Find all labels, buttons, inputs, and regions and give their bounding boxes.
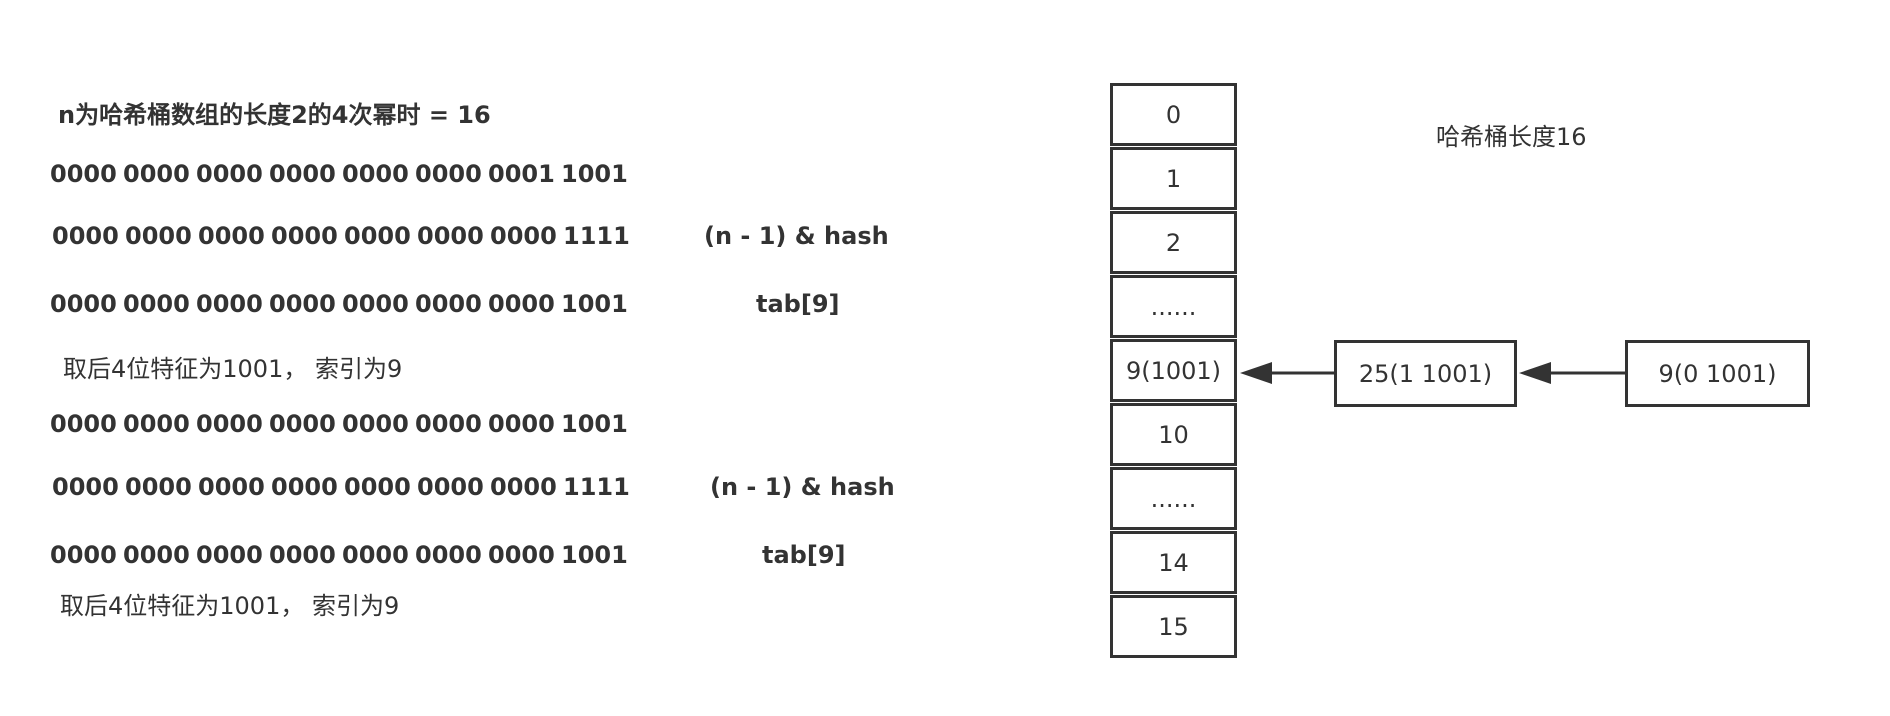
bit-group: 0000 [342,410,409,438]
bit-group: 0000 [196,541,263,569]
bit-group: 0000 [123,160,190,188]
bit-group: 0001 [488,160,555,188]
bit-group: 0000 [50,541,117,569]
bit-group: 0000 [488,410,555,438]
arrow-to-bucket-9 [1240,362,1334,384]
title-text: n为哈希桶数组的长度2的4次幂时 = 16 [58,101,491,129]
bit-group: 0000 [344,473,411,501]
bucket-cell: 14 [1110,531,1237,594]
bit-group: 0000 [196,160,263,188]
g2-mask-label: (n - 1) & hash [710,473,895,501]
bit-group: 1111 [563,222,630,250]
bit-group: 0000 [125,473,192,501]
chain-node-25: 25(1 1001) [1334,340,1517,407]
bit-group: 0000 [342,160,409,188]
bit-group: 0000 [490,473,557,501]
bucket-cell: ...... [1110,275,1237,338]
bucket-cell: 2 [1110,211,1237,274]
bit-group: 0000 [488,541,555,569]
bit-group: 0000 [342,290,409,318]
bit-group: 0000 [417,222,484,250]
bucket-cell: 10 [1110,403,1237,466]
bit-group: 0000 [125,222,192,250]
bucket-cell-9: 9(1001) [1110,339,1237,402]
bit-group: 0000 [198,222,265,250]
bit-group: 0000 [50,410,117,438]
bit-group: 0000 [50,160,117,188]
bit-group: 0000 [415,410,482,438]
bit-group: 0000 [269,541,336,569]
bucket-cell: 0 [1110,83,1237,146]
bit-group: 0000 [415,541,482,569]
bit-group: 1001 [561,410,628,438]
bit-group: 0000 [490,222,557,250]
bit-group: 0000 [488,290,555,318]
bit-group: 0000 [417,473,484,501]
bucket-cell: 15 [1110,595,1237,658]
arrow-to-node-25 [1519,362,1625,384]
g1-note: 取后4位特征为1001， 索引为9 [63,355,403,383]
bit-group: 0000 [344,222,411,250]
bit-group: 0000 [123,541,190,569]
g2-result-label: tab[9] [762,541,846,569]
g1-mask-label: (n - 1) & hash [704,222,889,250]
bucket-array-title: 哈希桶长度16 [1436,123,1587,151]
bit-group: 0000 [196,410,263,438]
bit-group: 0000 [50,290,117,318]
bit-group: 0000 [52,473,119,501]
bit-group: 0000 [269,410,336,438]
g1-result-label: tab[9] [756,290,840,318]
bit-group: 0000 [342,541,409,569]
bit-group: 0000 [196,290,263,318]
bit-group: 0000 [415,290,482,318]
chain-node-9: 9(0 1001) [1625,340,1810,407]
bucket-cell: 1 [1110,147,1237,210]
bit-group: 0000 [269,160,336,188]
bucket-cell: ...... [1110,467,1237,530]
bit-group: 0000 [271,222,338,250]
bit-group: 0000 [271,473,338,501]
bit-group: 1001 [561,160,628,188]
bit-group: 0000 [52,222,119,250]
bit-group: 0000 [198,473,265,501]
bit-group: 1001 [561,290,628,318]
bit-group: 0000 [123,410,190,438]
g2-note: 取后4位特征为1001， 索引为9 [60,592,400,620]
bit-group: 1001 [561,541,628,569]
bit-group: 0000 [123,290,190,318]
bit-group: 1111 [563,473,630,501]
bit-group: 0000 [269,290,336,318]
bit-group: 0000 [415,160,482,188]
